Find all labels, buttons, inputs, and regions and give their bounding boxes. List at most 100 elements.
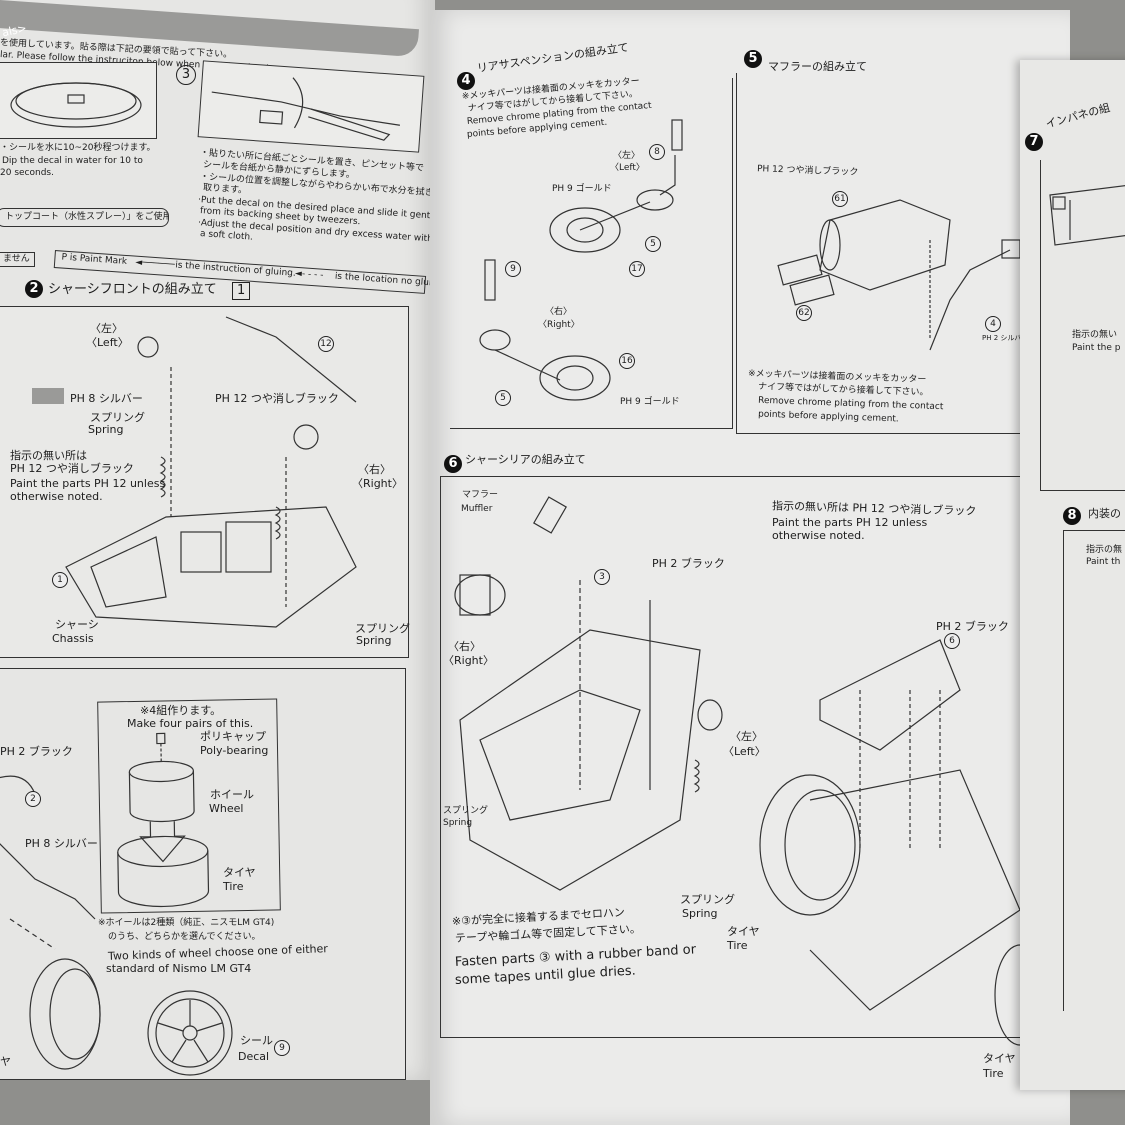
part-4-label: 4 — [985, 316, 1001, 332]
instrument-panel-illustration — [1049, 185, 1125, 246]
step6-left-en: 〈Left〉 — [723, 745, 766, 758]
spring2-jp: スプリング — [355, 622, 410, 635]
spring-left-en: Spring — [443, 818, 473, 828]
part-2-label: 2 — [25, 791, 41, 807]
step6-right-jp: 〈右〉 — [448, 640, 481, 653]
chassis-front-illustration — [65, 316, 357, 628]
step6-note-en-2: otherwise noted. — [772, 529, 865, 542]
decal-step3-panel — [197, 60, 425, 153]
step2-note-en-2: otherwise noted. — [10, 490, 103, 503]
tire-mid-jp: タイヤ — [727, 925, 760, 938]
decal-en: Decal — [238, 1050, 270, 1063]
wheel-silver-label: PH 8 シルバー — [25, 837, 98, 850]
step7-note-en: Paint the p — [1072, 343, 1121, 353]
wheel-black-label: PH 2 ブラック — [0, 745, 73, 758]
step6-title: シャーシリアの組み立て — [465, 453, 586, 466]
step2-right-jp: 〈右〉 — [358, 463, 391, 476]
chassis-jp: シャーシ — [55, 618, 99, 631]
polycap-jp: ポリキャップ — [200, 730, 266, 743]
step2-panel — [0, 306, 409, 658]
step2-spring-jp: スプリング — [90, 411, 145, 424]
step2-note-jp-1: 指示の無い所は — [10, 449, 87, 462]
step1-en-1: Dip the decal in water for 10 to — [2, 156, 143, 166]
right-page — [430, 10, 1070, 1125]
decal-number: 9 — [274, 1040, 290, 1056]
step2-right-en: 〈Right〉 — [352, 477, 403, 490]
part-5a-label: 5 — [645, 236, 661, 252]
part-17-label: 17 — [629, 261, 645, 277]
nismo-wheel-illustration — [147, 990, 233, 1076]
step2-note-jp-2: PH 12 つや消しブラック — [10, 462, 134, 475]
tire-right-jp: タイヤ — [983, 1052, 1016, 1065]
step2-number: 2 — [25, 280, 43, 298]
tire-en: Tire — [223, 880, 244, 893]
step2-silver-label: PH 8 シルバー — [70, 392, 143, 405]
step2-left-jp: 〈左〉 — [90, 322, 123, 335]
part-9-label: 9 — [505, 261, 521, 277]
step5-silver-small: PH 2 シルバー — [982, 334, 1029, 342]
step6-right-en: 〈Right〉 — [443, 654, 494, 667]
wheel-choice-jp-1: ※ホイールは2種類（純正、ニスモLM GT4) — [98, 918, 275, 928]
step8-number: 8 — [1063, 507, 1081, 525]
make-four-jp: ※4組作ります。 — [140, 704, 222, 717]
part-1-label: 1 — [52, 572, 68, 588]
rear-suspension-illustration — [479, 119, 683, 401]
part-61-label: 61 — [832, 191, 848, 207]
topcoat-note: トップコート（水性スプレー）」をご使用下さい。 — [0, 208, 169, 227]
step4-left-en: 〈Left〉 — [610, 163, 645, 173]
tire-jp: タイヤ — [223, 866, 256, 879]
step4-gold-1: PH 9 ゴールド — [552, 184, 612, 194]
step4-right-en: 〈Right〉 — [538, 320, 580, 330]
step2-spring-en: Spring — [88, 423, 124, 436]
step8-title: 内装の — [1088, 507, 1121, 520]
wheel-en: Wheel — [209, 802, 244, 815]
decal-step3-number: 3 — [176, 65, 196, 85]
decal-step1-panel — [0, 62, 157, 139]
step4-right-jp: 〈右〉 — [545, 307, 573, 317]
step5-title: マフラーの組み立て — [768, 60, 867, 73]
part-62-label: 62 — [796, 305, 812, 321]
spring-right-jp: スプリング — [680, 893, 735, 906]
spring2-en: Spring — [356, 634, 392, 647]
muffler-jp: マフラー — [462, 490, 499, 500]
step6-panel — [440, 476, 1061, 1038]
step8-note-en: Paint th — [1086, 557, 1121, 567]
step2-matt-black: PH 12 つや消しブラック — [215, 392, 339, 405]
part-5b-label: 5 — [495, 390, 511, 406]
make-four-en: Make four pairs of this. — [127, 717, 254, 730]
wheel-choice-en-2: standard of Nismo LM GT4 — [106, 962, 252, 975]
wheel-choice-jp-2: のうち、どちらかを選んでください。 — [108, 932, 261, 942]
wheel-tire-illustration — [117, 732, 210, 908]
legend-cutoff: ません — [0, 252, 35, 267]
silver-color-swatch — [32, 388, 64, 404]
part-6-label: 6 — [944, 633, 960, 649]
part-8-label: 8 — [649, 144, 665, 160]
step6-black-2: PH 2 ブラック — [936, 620, 1009, 633]
wheel-panel — [0, 668, 406, 1080]
step6-note-en-1: Paint the parts PH 12 unless — [772, 516, 928, 529]
wheel-jp: ホイール — [210, 788, 254, 801]
front-wheel-illustration — [0, 775, 101, 1070]
polycap-en: Poly-bearing — [200, 744, 269, 757]
chassis-en: Chassis — [52, 632, 94, 645]
muffler-en: Muffler — [461, 504, 493, 514]
step2-left-en: 〈Left〉 — [86, 336, 129, 349]
spring-right-en: Spring — [682, 907, 718, 920]
step5-panel — [736, 73, 1037, 434]
step6-left-jp: 〈左〉 — [730, 730, 763, 743]
step2-note-en-1: Paint the parts PH 12 unless — [10, 477, 166, 490]
step8-note-jp: 指示の無 — [1086, 545, 1123, 555]
step8-panel — [1063, 530, 1125, 1011]
step6-black-1: PH 2 ブラック — [652, 557, 725, 570]
step4-left-jp: 〈左〉 — [613, 151, 641, 161]
step4-panel — [450, 78, 733, 429]
tire-mid-en: Tire — [727, 939, 748, 952]
no-glue-arrow-icon: ◄- - - - — [294, 268, 324, 281]
step1-jp: ・シールを水に10~20秒程つけます。 — [0, 143, 156, 153]
third-page — [1020, 60, 1125, 1090]
tire-cut-label: ヤ — [0, 1055, 11, 1068]
step7-note-jp: 指示の無い — [1072, 330, 1118, 340]
step7-panel — [1040, 160, 1125, 491]
step6-number: 6 — [444, 455, 462, 473]
step4-gold-2: PH 9 ゴールド — [620, 397, 680, 407]
